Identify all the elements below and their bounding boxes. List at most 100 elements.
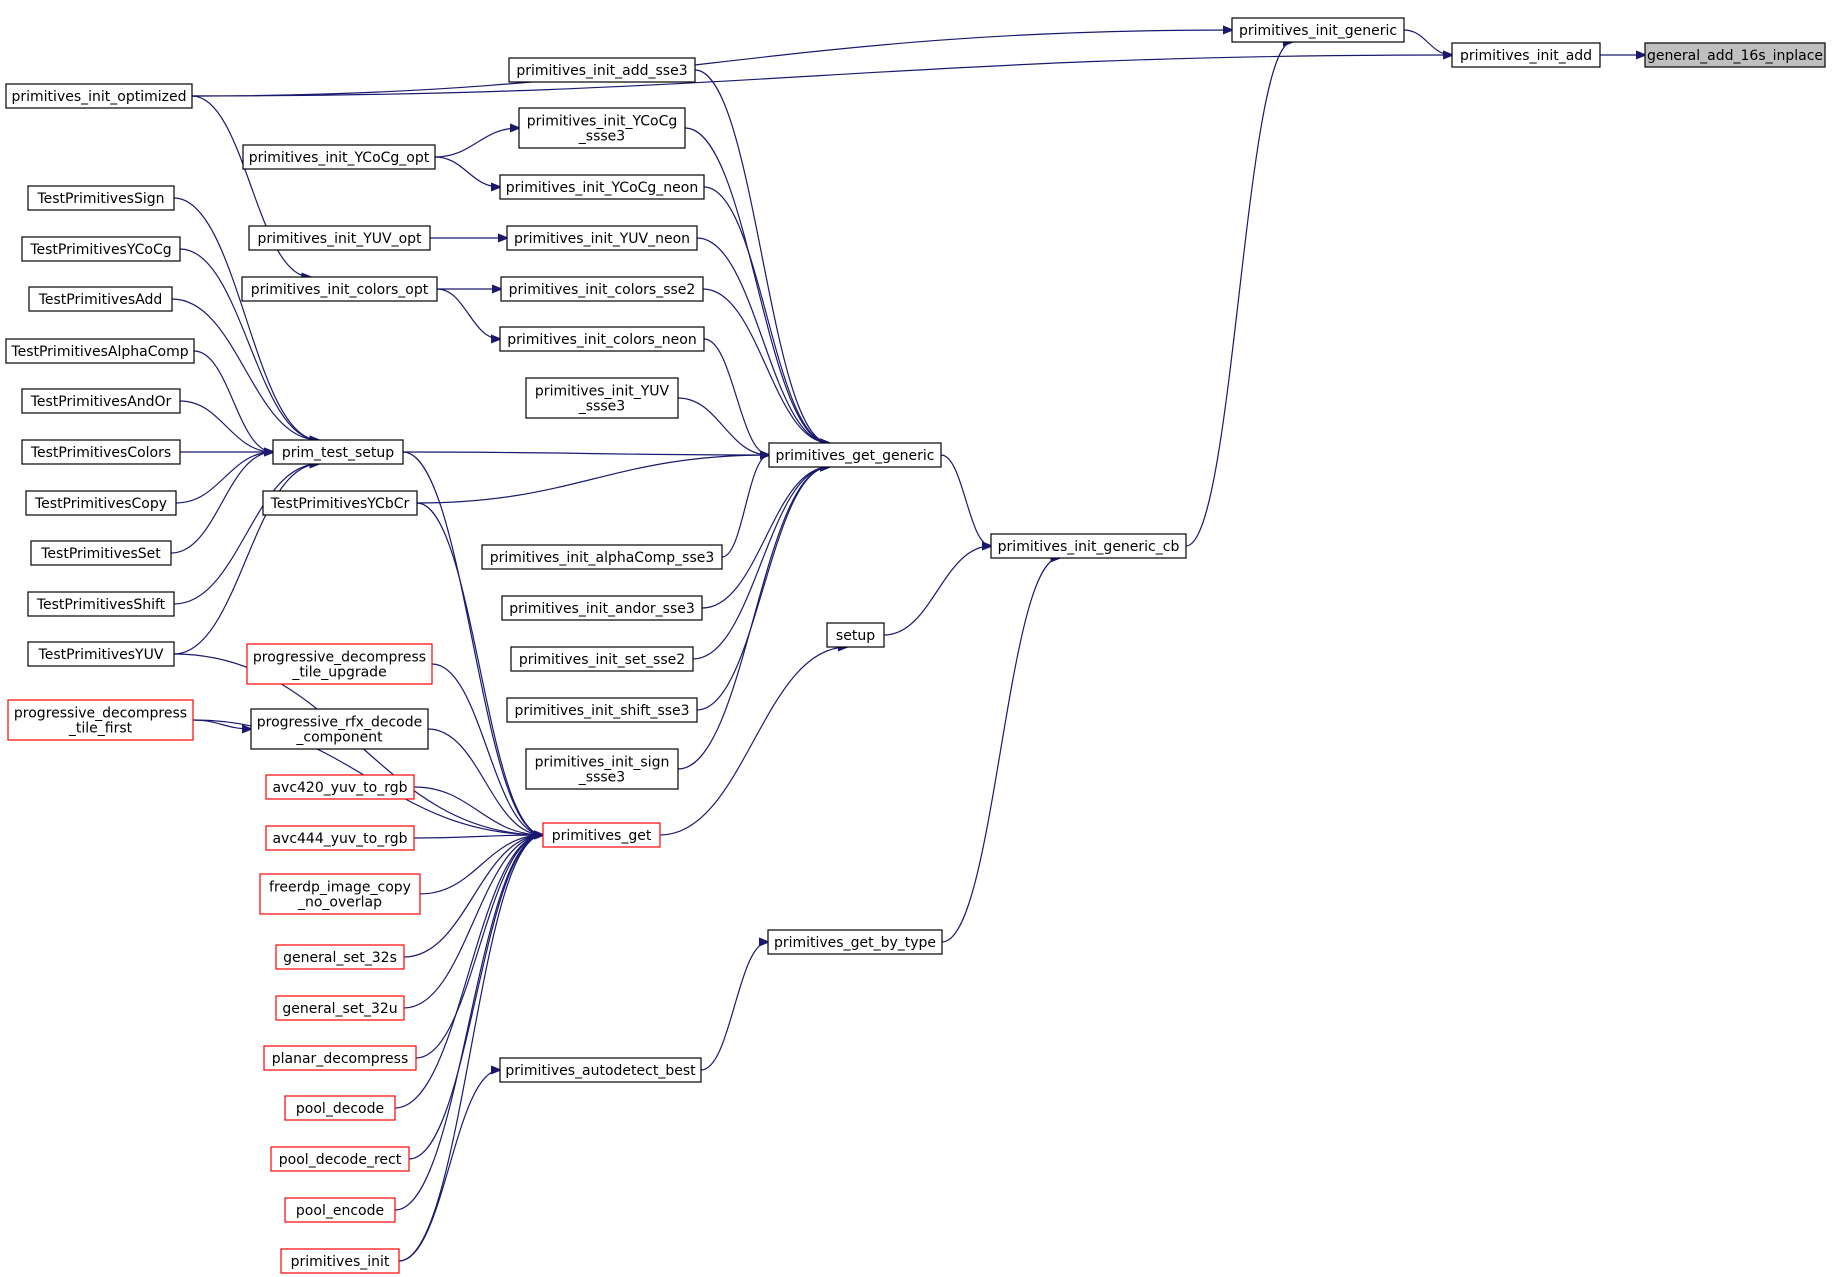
node-primitives_autodetect_best[interactable]: primitives_autodetect_best xyxy=(499,1057,702,1083)
node-primitives_init_sign_ssse3[interactable]: primitives_init_sign_ssse3 xyxy=(525,748,679,790)
node-TestPrimitivesAdd[interactable]: TestPrimitivesAdd xyxy=(28,286,173,312)
node-label: primitives_get_by_type xyxy=(774,935,936,951)
node-primitives_init_alphaComp_sse3[interactable]: primitives_init_alphaComp_sse3 xyxy=(481,544,723,570)
node-box xyxy=(506,225,698,251)
node-primitives_init_colors_opt[interactable]: primitives_init_colors_opt xyxy=(241,276,438,302)
node-avc444_yuv_to_rgb[interactable]: avc444_yuv_to_rgb xyxy=(265,825,415,851)
node-primitives_get_by_type[interactable]: primitives_get_by_type xyxy=(767,929,943,955)
node-box xyxy=(501,595,703,621)
node-primitives_init_YCoCg_neon[interactable]: primitives_init_YCoCg_neon xyxy=(499,174,705,200)
node-box xyxy=(250,708,429,750)
node-label: primitives_init_colors_opt xyxy=(251,282,429,298)
node-label: avc420_yuv_to_rgb xyxy=(272,780,407,796)
node-label: planar_decompress xyxy=(272,1051,409,1067)
node-primitives_init_generic[interactable]: primitives_init_generic xyxy=(1231,17,1405,43)
node-label: TestPrimitivesAlphaComp xyxy=(10,344,188,360)
node-primitives_get[interactable]: primitives_get xyxy=(542,822,661,848)
node-progressive_decompress_tile_upgrade[interactable]: progressive_decompress_tile_upgrade xyxy=(246,643,433,685)
node-box xyxy=(525,377,679,419)
node-TestPrimitivesCopy[interactable]: TestPrimitivesCopy xyxy=(25,490,177,516)
edge-line xyxy=(677,467,829,770)
node-primitives_get_generic[interactable]: primitives_get_generic xyxy=(768,442,942,468)
node-TestPrimitivesSet[interactable]: TestPrimitivesSet xyxy=(30,540,172,566)
node-box xyxy=(284,1197,396,1223)
node-primitives_init_set_sse2[interactable]: primitives_init_set_sse2 xyxy=(510,646,694,672)
node-general_set_32u[interactable]: general_set_32u xyxy=(275,995,405,1021)
edge-primitives_init_colors_opt-to-primitives_init_colors_neon xyxy=(436,288,500,339)
edge-primitives_init_generic-to-primitives_init_add xyxy=(1403,29,1452,55)
node-pool_decode_rect[interactable]: pool_decode_rect xyxy=(270,1146,410,1172)
node-label: avc444_yuv_to_rgb xyxy=(272,831,407,847)
node-primitives_init_colors_neon[interactable]: primitives_init_colors_neon xyxy=(499,326,705,352)
node-TestPrimitivesShift[interactable]: TestPrimitivesShift xyxy=(27,591,175,617)
node-general_set_32s[interactable]: general_set_32s xyxy=(275,944,405,970)
node-pool_decode[interactable]: pool_decode xyxy=(284,1095,396,1121)
node-box xyxy=(284,1095,396,1121)
edge-TestPrimitivesAlphaComp-to-prim_test_setup xyxy=(193,350,273,452)
edge-line xyxy=(403,835,543,1009)
node-prim_test_setup[interactable]: prim_test_setup xyxy=(272,439,404,465)
edge-line xyxy=(883,546,991,636)
node-label: pool_encode xyxy=(296,1203,384,1219)
edge-line xyxy=(436,288,500,339)
node-primitives_init_YUV_opt[interactable]: primitives_init_YUV_opt xyxy=(248,225,431,251)
edge-line xyxy=(431,663,543,835)
node-primitives_init_add_sse3[interactable]: primitives_init_add_sse3 xyxy=(508,57,696,83)
edge-primitives_init_colors_sse2-to-primitives_get_generic xyxy=(702,288,829,443)
node-TestPrimitivesColors[interactable]: TestPrimitivesColors xyxy=(21,439,181,465)
node-primitives_init[interactable]: primitives_init xyxy=(280,1248,400,1274)
node-box xyxy=(248,225,431,251)
edge-line xyxy=(941,558,1059,943)
node-primitives_init_YCoCg_ssse3[interactable]: primitives_init_YCoCg_ssse3 xyxy=(518,107,686,149)
edge-line xyxy=(394,835,543,1109)
edge-line xyxy=(721,455,769,558)
node-progressive_rfx_decode_component[interactable]: progressive_rfx_decode_component xyxy=(250,708,429,750)
node-box xyxy=(241,276,438,302)
node-TestPrimitivesYCbCr[interactable]: TestPrimitivesYCbCr xyxy=(262,490,418,516)
node-freerdp_image_copy_no_overlap[interactable]: freerdp_image_copy_no_overlap xyxy=(259,873,421,915)
node-general_add_16s_inplace[interactable]: general_add_16s_inplace xyxy=(1644,42,1826,68)
node-box xyxy=(21,388,181,414)
edge-TestPrimitivesSet-to-prim_test_setup xyxy=(170,452,273,554)
node-TestPrimitivesYUV[interactable]: TestPrimitivesYUV xyxy=(27,641,175,667)
node-pool_encode[interactable]: pool_encode xyxy=(284,1197,396,1223)
node-setup[interactable]: setup xyxy=(826,622,885,648)
edge-primitives_get_by_type-to-primitives_init_generic_cb xyxy=(941,558,1059,943)
node-primitives_init_YUV_ssse3[interactable]: primitives_init_YUV_ssse3 xyxy=(525,377,679,419)
edge-primitives_init_YCoCg_ssse3-to-primitives_get_generic xyxy=(684,127,829,443)
node-primitives_init_colors_sse2[interactable]: primitives_init_colors_sse2 xyxy=(500,276,704,302)
node-label: primitives_get_generic xyxy=(776,448,935,464)
node-TestPrimitivesSign[interactable]: TestPrimitivesSign xyxy=(27,185,175,211)
node-box xyxy=(242,144,436,170)
edge-primitives_get_generic-to-primitives_init_generic_cb xyxy=(940,454,991,546)
edge-primitives_init_YCoCg_opt-to-primitives_init_YCoCg_neon xyxy=(434,156,500,187)
node-box xyxy=(7,699,194,741)
node-progressive_decompress_tile_first[interactable]: progressive_decompress_tile_first xyxy=(7,699,194,741)
node-TestPrimitivesAlphaComp[interactable]: TestPrimitivesAlphaComp xyxy=(5,338,195,364)
node-box xyxy=(27,591,175,617)
node-primitives_init_YCoCg_opt[interactable]: primitives_init_YCoCg_opt xyxy=(242,144,436,170)
node-primitives_init_andor_sse3[interactable]: primitives_init_andor_sse3 xyxy=(501,595,703,621)
node-box xyxy=(481,544,723,570)
node-box xyxy=(768,442,942,468)
node-label: _tile_upgrade xyxy=(291,665,386,681)
edge-pool_decode-to-primitives_get xyxy=(394,835,543,1109)
node-primitives_init_shift_sse3[interactable]: primitives_init_shift_sse3 xyxy=(506,697,698,723)
node-box xyxy=(1451,42,1601,68)
node-avc420_yuv_to_rgb[interactable]: avc420_yuv_to_rgb xyxy=(265,774,415,800)
node-primitives_init_YUV_neon[interactable]: primitives_init_YUV_neon xyxy=(506,225,698,251)
node-primitives_init_optimized[interactable]: primitives_init_optimized xyxy=(5,83,193,109)
edge-primitives_init_andor_sse3-to-primitives_get_generic xyxy=(701,467,829,609)
node-primitives_init_add[interactable]: primitives_init_add xyxy=(1451,42,1601,68)
node-label: primitives_init_YCoCg_opt xyxy=(249,150,430,166)
node-label: primitives_init_YCoCg xyxy=(527,114,678,130)
edge-TestPrimitivesYCoCg-to-prim_test_setup xyxy=(179,248,319,440)
edge-primitives_init_generic_cb-to-primitives_init_generic xyxy=(1185,42,1292,547)
node-label: general_add_16s_inplace xyxy=(1647,48,1823,64)
node-primitives_init_generic_cb[interactable]: primitives_init_generic_cb xyxy=(990,533,1187,559)
node-TestPrimitivesYCoCg[interactable]: TestPrimitivesYCoCg xyxy=(21,236,181,262)
node-TestPrimitivesAndOr[interactable]: TestPrimitivesAndOr xyxy=(21,388,181,414)
node-planar_decompress[interactable]: planar_decompress xyxy=(263,1045,417,1071)
edge-line xyxy=(403,835,543,958)
node-label: primitives_get xyxy=(552,828,652,844)
